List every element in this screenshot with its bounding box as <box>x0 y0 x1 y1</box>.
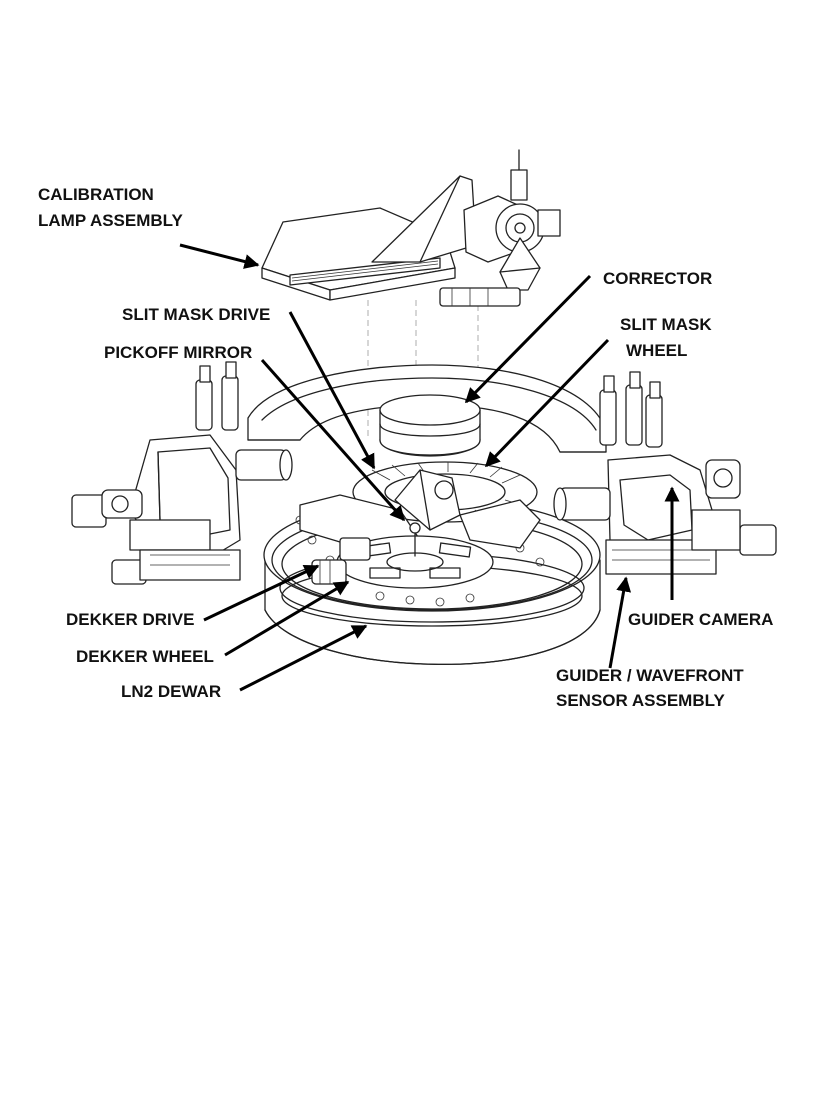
label-guider-wavefront-line1: GUIDER / WAVEFRONT <box>556 666 744 685</box>
label-corrector: CORRECTOR <box>603 269 712 288</box>
arrow-dekker-drive <box>203 564 320 622</box>
left-guider-assembly-drawing <box>71 361 293 585</box>
label-calibration-line1: CALIBRATION <box>38 185 154 204</box>
arrow-guider-wavefront <box>608 576 632 669</box>
label-pickoff-mirror: PICKOFF MIRROR <box>104 343 252 362</box>
arrow-ln2-dewar <box>239 624 368 692</box>
label-guider-camera: GUIDER CAMERA <box>628 610 773 629</box>
leader-arrows <box>179 243 680 692</box>
right-guider-assembly-drawing <box>553 371 777 575</box>
calibration-lamp-assembly-drawing <box>261 149 561 307</box>
dekker-wheel-drawing <box>311 522 494 589</box>
label-slit-mask-drive: SLIT MASK DRIVE <box>122 305 270 324</box>
label-ln2-dewar: LN2 DEWAR <box>121 682 221 701</box>
label-slit-mask-wheel-line1: SLIT MASK <box>620 315 712 334</box>
label-calibration-line2: LAMP ASSEMBLY <box>38 211 184 230</box>
arrow-corrector <box>464 274 592 404</box>
label-guider-wavefront-line2: SENSOR ASSEMBLY <box>556 691 725 710</box>
label-slit-mask-wheel-line2: WHEEL <box>626 341 687 360</box>
arrow-calibration <box>179 243 260 269</box>
arrow-dekker-wheel <box>224 580 350 657</box>
arrow-slit-mask-wheel <box>484 338 610 468</box>
corrector-drawing <box>379 394 481 457</box>
label-dekker-wheel: DEKKER WHEEL <box>76 647 214 666</box>
label-dekker-drive: DEKKER DRIVE <box>66 610 194 629</box>
arrow-pickoff-mirror <box>260 359 406 522</box>
arrow-slit-mask-drive <box>288 311 376 470</box>
callout-labels: CALIBRATION LAMP ASSEMBLY SLIT MASK DRIV… <box>38 185 773 710</box>
